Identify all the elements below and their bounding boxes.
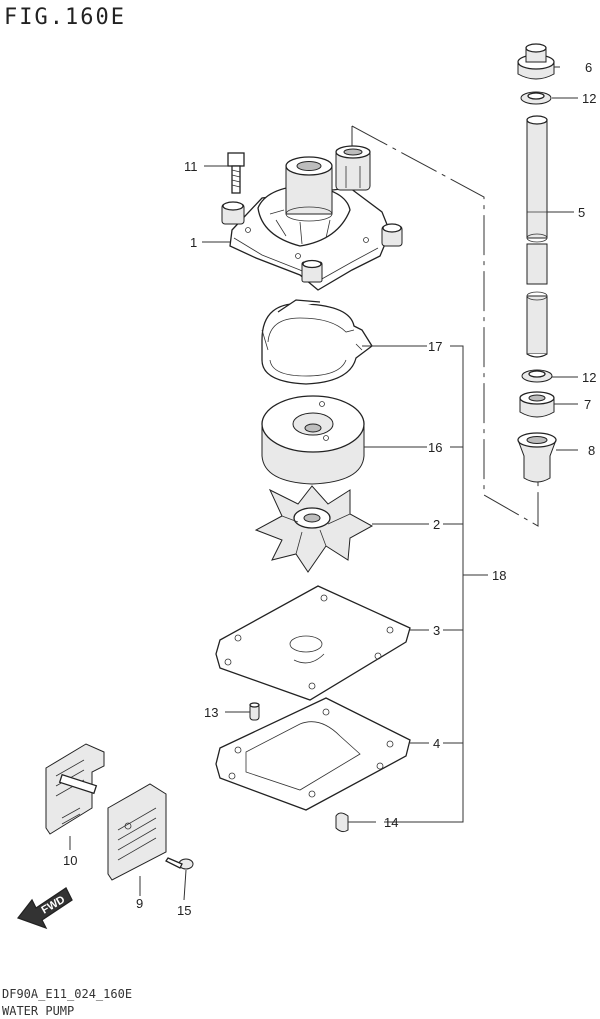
fwd-arrow-icon: FWD <box>16 887 73 930</box>
callout-15: 15 <box>177 903 191 918</box>
callout-14: 14 <box>384 815 398 830</box>
callout-12-upper: 12 <box>582 91 596 106</box>
callout-16: 16 <box>428 440 442 455</box>
part-11-bolt[interactable] <box>227 152 245 194</box>
part-16-impeller-housing[interactable] <box>261 395 365 485</box>
part-3-pump-plate[interactable] <box>215 585 411 701</box>
callout-13: 13 <box>204 705 218 720</box>
part-7-grommet[interactable] <box>519 391 555 418</box>
part-12-seal-lower[interactable] <box>521 369 553 383</box>
callout-10: 10 <box>63 853 77 868</box>
figure-code: DF90A_E11_024_160E <box>2 987 132 1001</box>
part-15-screw[interactable] <box>165 857 194 870</box>
figure-name: WATER PUMP <box>2 1004 74 1018</box>
leader-lines <box>69 66 578 901</box>
callout-7: 7 <box>584 397 591 412</box>
part-13-dowel-pin[interactable] <box>249 702 260 721</box>
callout-3: 3 <box>433 623 440 638</box>
part-4-gasket[interactable] <box>215 697 411 811</box>
callouts: 11 1 6 12 5 12 7 8 17 16 2 3 4 18 13 14 … <box>63 60 596 918</box>
callout-8: 8 <box>588 443 595 458</box>
reference-dashed-line <box>351 125 539 527</box>
callout-4: 4 <box>433 736 440 751</box>
callout-17: 17 <box>428 339 442 354</box>
part-2-impeller[interactable] <box>254 485 374 573</box>
part-8-grommet[interactable] <box>517 432 557 483</box>
part-12-seal-upper[interactable] <box>520 91 552 105</box>
callout-5: 5 <box>578 205 585 220</box>
callout-2: 2 <box>433 517 440 532</box>
part-5-water-tube[interactable] <box>526 115 548 358</box>
part-1-pump-case[interactable] <box>221 145 403 291</box>
callout-9: 9 <box>136 896 143 911</box>
callout-18: 18 <box>492 568 506 583</box>
part-14-key[interactable] <box>335 812 349 833</box>
part-6-grommet[interactable] <box>517 43 555 80</box>
callout-11: 11 <box>184 159 198 174</box>
part-9-cover[interactable] <box>107 783 167 881</box>
callout-1: 1 <box>190 235 197 250</box>
part-10-cover[interactable] <box>45 743 105 835</box>
callout-12-lower: 12 <box>582 370 596 385</box>
callout-6: 6 <box>585 60 592 75</box>
part-17-pump-liner[interactable] <box>261 299 373 385</box>
figure-title: FIG.160E <box>4 5 126 30</box>
